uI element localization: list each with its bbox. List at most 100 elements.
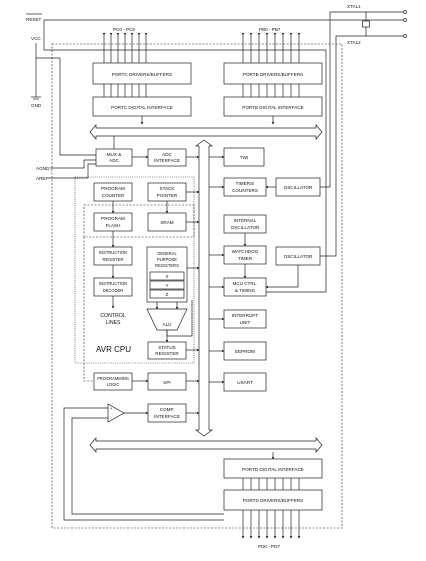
internal-oscillator-label-1: INTERNAL bbox=[234, 218, 257, 223]
register-z bbox=[149, 289, 185, 299]
programming-logic-block bbox=[93, 372, 133, 391]
programming-logic-label-2: LOGIC bbox=[107, 382, 120, 387]
comparator-symbol bbox=[107, 403, 125, 423]
main-vertical-bus bbox=[194, 139, 214, 437]
xtal2-to-osc bbox=[320, 35, 340, 257]
comparator-minus: - bbox=[110, 416, 112, 421]
bottom-data-bus bbox=[89, 437, 323, 453]
comp-interface-label-1: COMP. bbox=[160, 407, 174, 412]
vcc-label: VCC bbox=[31, 36, 41, 41]
agnd-line bbox=[50, 159, 96, 169]
crystal-symbol bbox=[362, 20, 370, 28]
portc-drivers-block bbox=[92, 62, 192, 85]
mux-adc-label-2: ADC bbox=[109, 158, 119, 163]
alu-label: ALU bbox=[163, 322, 172, 327]
control-lines-label-1: CONTROL bbox=[100, 313, 125, 319]
portd-pins-label: PD0 - PD7 bbox=[258, 544, 280, 549]
timers-counters-label-1: TIMERS/ bbox=[236, 181, 255, 186]
oscillator-label-bottom: OSCILLATOR bbox=[284, 254, 313, 259]
portb-pin-lines bbox=[241, 32, 301, 63]
register-y bbox=[149, 280, 185, 290]
gp-registers-label-3: REGISTERS bbox=[155, 263, 179, 268]
portc-internal-lines bbox=[103, 84, 147, 97]
twi-label: TWI bbox=[240, 155, 248, 160]
register-y-label: Y bbox=[165, 283, 168, 288]
aref-label: AREF bbox=[36, 176, 48, 181]
oscillator-label-top: OSCILLATOR bbox=[284, 185, 313, 190]
instruction-register-label-2: REGISTER bbox=[103, 257, 124, 262]
control-lines-label-2: LINES bbox=[106, 320, 122, 326]
program-counter-label-1: PROGRAM bbox=[101, 186, 125, 191]
avr-cpu-label: AVR CPU bbox=[96, 345, 131, 354]
program-flash-label-1: PROGRAM bbox=[101, 216, 125, 221]
xtal2-terminal bbox=[403, 34, 407, 38]
alu-symbol bbox=[146, 308, 188, 331]
interrupt-unit-label-1: INTERRUPT bbox=[232, 313, 258, 318]
portd-interface-label: PORTD DIGITAL INTERFACE bbox=[242, 467, 304, 472]
register-x bbox=[149, 271, 185, 281]
comparator-plus: + bbox=[110, 406, 113, 411]
xtal1-terminal bbox=[403, 10, 407, 14]
reset-to-mcu bbox=[43, 20, 327, 293]
timers-counters-label-2: COUNTERS bbox=[232, 188, 258, 193]
portd-drivers-label: PORTD DRIVERS/BUFFERS bbox=[243, 498, 303, 503]
vcc-line bbox=[35, 43, 60, 59]
gp-registers-label-1: GENERAL bbox=[157, 251, 177, 256]
xtal2-label: XTAL2 bbox=[347, 40, 361, 45]
spi-label: SPI bbox=[163, 380, 170, 385]
chip-outline bbox=[51, 43, 343, 529]
comp-interface-label-2: INTERFACE bbox=[154, 414, 180, 419]
stack-pointer-label-1: STACK bbox=[160, 186, 176, 191]
eeprom-label: EEPROM bbox=[235, 349, 255, 354]
portc-drivers-label: PORTC DRIVERS/BUFFERS bbox=[112, 72, 172, 77]
portc-interface-label: PORTC DIGITAL INTERFACE bbox=[111, 105, 173, 110]
portc-pin-lines bbox=[102, 32, 148, 63]
programming-logic-label-1: PROGRAMMING bbox=[97, 376, 129, 381]
instruction-decoder-label-2: DECODER bbox=[103, 288, 124, 293]
portb-pins-label: PB0 - PB7 bbox=[259, 27, 281, 32]
memory-outline bbox=[83, 204, 195, 238]
adc-interface-label-2: INTERFACE bbox=[154, 158, 180, 163]
portb-drivers-label: PORTB DRIVERS/BUFFERS bbox=[243, 72, 303, 77]
instruction-register-label-1: INSTRUCTION bbox=[99, 250, 127, 255]
internal-oscillator-label-2: OSCILLATOR bbox=[231, 225, 260, 230]
portd-interface-block bbox=[223, 458, 323, 479]
aref-line bbox=[48, 163, 96, 179]
portd-internal-lines bbox=[242, 478, 300, 490]
instruction-decoder-label-1: INSTRUCTION bbox=[99, 281, 127, 286]
interrupt-unit-label-2: UNIT bbox=[240, 320, 251, 325]
register-x-label: X bbox=[165, 274, 168, 279]
portb-interface-label: PORTB DIGITAL INTERFACE bbox=[242, 105, 303, 110]
register-z-label: Z bbox=[166, 292, 169, 297]
top-data-bus bbox=[89, 124, 323, 140]
avr-cpu-outline bbox=[74, 176, 195, 364]
watchdog-timer-label-1: WATCHDOG bbox=[232, 249, 259, 254]
watchdog-timer-label-2: TIMER bbox=[238, 256, 253, 261]
gp-registers-label-2: PURPOSE bbox=[157, 257, 177, 262]
gnd-label: GND bbox=[31, 103, 42, 108]
agnd-label: AGND bbox=[36, 166, 50, 171]
mcu-ctrl-label-2: & TIMING bbox=[235, 288, 256, 293]
status-register-label-1: STATUS bbox=[158, 345, 175, 350]
reset-terminal bbox=[403, 18, 407, 22]
program-counter-label-2: COUNTER bbox=[102, 193, 125, 198]
mux-adc-label-1: MUX & bbox=[107, 152, 122, 157]
portc-pins-label: PC0 - PC6 bbox=[113, 27, 135, 32]
status-register-label-2: REGISTER bbox=[155, 351, 179, 356]
comp-input-a bbox=[63, 407, 224, 521]
usart-label: USART bbox=[237, 380, 253, 385]
reset-label: RESET bbox=[26, 17, 42, 22]
xtal1-to-osc bbox=[320, 11, 340, 188]
xtal1-label: XTAL1 bbox=[347, 4, 361, 9]
comp-input-b bbox=[71, 417, 224, 515]
cpu-to-prog-logic bbox=[83, 237, 94, 382]
portb-drivers-block bbox=[223, 62, 323, 85]
portd-drivers-block bbox=[223, 489, 323, 511]
vcc-to-adc-line bbox=[59, 58, 96, 156]
portd-pin-lines bbox=[241, 510, 301, 539]
program-flash-label-2: FLASH bbox=[106, 223, 121, 228]
adc-interface-label-1: ADC bbox=[162, 152, 172, 157]
osc-to-mcu bbox=[265, 265, 299, 289]
mcu-ctrl-label-1: MCU CTRL. bbox=[232, 281, 257, 286]
